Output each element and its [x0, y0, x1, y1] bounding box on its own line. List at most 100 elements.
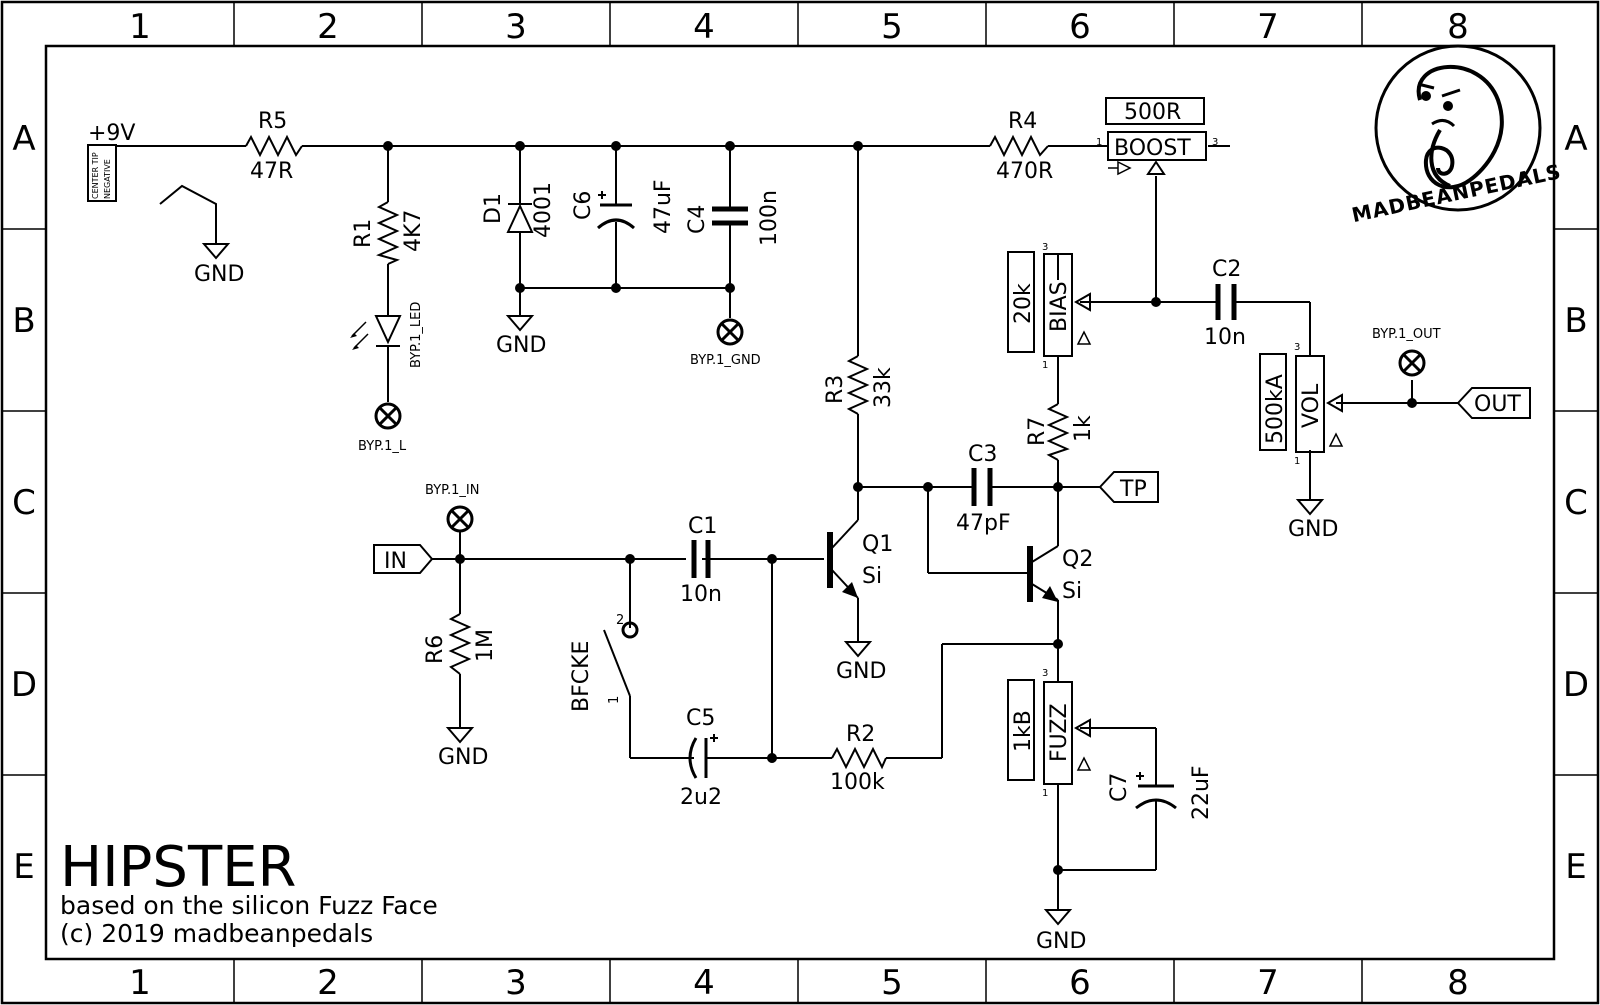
gnd-label: GND [194, 262, 244, 287]
resistor-r6: R6 1M [423, 613, 498, 675]
pin-number: 3 [1042, 668, 1048, 679]
c4-ref: C4 [685, 205, 710, 234]
pot-bias: 20k BIAS 3 1 [1007, 242, 1092, 371]
port-in: IN [373, 544, 434, 574]
col-label-top: 7 [1257, 7, 1279, 47]
gnd-symbols: GND GND GND GND GND GND [194, 243, 1338, 954]
col-label-bottom: 8 [1447, 963, 1469, 1003]
byp-gnd-label: BYP.1_GND [690, 353, 761, 368]
q2-value: Si [1062, 579, 1082, 604]
c6-value: 47uF [651, 179, 676, 234]
q1-value: Si [862, 564, 882, 589]
gnd-label: GND [438, 745, 488, 770]
gnd-label: GND [496, 333, 546, 358]
c5-ref: C5 [686, 706, 715, 731]
col-label-bottom: 3 [505, 963, 527, 1003]
col-label-bottom: 5 [881, 963, 903, 1003]
pin-number: 1 [607, 696, 622, 704]
offboard-pads: BYP.1_L BYP.1_GND BYP.1_IN BYP.1_OUT [358, 318, 1441, 559]
col-label-top: 3 [505, 7, 527, 47]
row-label-left: E [13, 847, 34, 887]
byp-l-label: BYP.1_L [358, 439, 407, 454]
resistor-r2: R2 100k [830, 722, 887, 795]
c7-value: 22uF [1189, 765, 1214, 820]
fuzz-value: 1kB [1011, 710, 1036, 752]
col-label-top: 5 [881, 7, 903, 47]
col-label-top: 1 [129, 7, 151, 47]
pot-boost: 500R BOOST 1 3 [1096, 97, 1218, 176]
row-label-left: D [11, 665, 37, 705]
row-label-left: A [12, 119, 35, 159]
pin-number: 3 [1294, 342, 1300, 353]
schematic-title: HIPSTER [60, 835, 296, 900]
resistor-r1: R1 4K7 [351, 201, 426, 265]
col-label-bottom: 4 [693, 963, 715, 1003]
d1-ref: D1 [481, 193, 506, 224]
pin-number: 1 [1096, 137, 1102, 148]
junctions [383, 141, 1417, 875]
c6-ref: C6 [571, 191, 596, 220]
q2-ref: Q2 [1062, 547, 1093, 572]
out-label: OUT [1474, 392, 1521, 417]
bias-value: 20k [1011, 283, 1036, 324]
c1-value: 10n [680, 582, 722, 607]
c3-ref: C3 [968, 442, 997, 467]
pin-number: 1 [1042, 360, 1048, 371]
madbean-logo: MADBEANPEDALS [1350, 44, 1564, 227]
byp-in-label: BYP.1_IN [425, 483, 479, 498]
vol-name: VOL [1299, 383, 1324, 428]
capacitor-c7: C7 22uF [1107, 765, 1214, 820]
r1-ref: R1 [351, 219, 376, 248]
col-label-bottom: 2 [317, 963, 339, 1003]
row-label-left: C [12, 483, 36, 523]
tp-label: TP [1119, 477, 1147, 502]
row-label-right: B [1564, 301, 1587, 341]
switch-bfcke: BFCKE 2 1 [569, 613, 639, 712]
logo-text: MADBEANPEDALS [1350, 159, 1564, 227]
byp-led-label: BYP.1_LED [409, 302, 424, 368]
col-label-bottom: 6 [1069, 963, 1091, 1003]
col-label-top: 4 [693, 7, 715, 47]
led: BYP.1_LED [350, 302, 424, 368]
resistor-r3: R3 33k [823, 355, 896, 415]
r2-ref: R2 [846, 722, 875, 747]
col-label-top: 6 [1069, 7, 1091, 47]
resistor-r4: R4 470R [989, 109, 1053, 184]
q1-ref: Q1 [862, 532, 893, 557]
r5-value: 47R [250, 159, 293, 184]
col-label-top: 8 [1447, 7, 1469, 47]
gnd-label: GND [836, 659, 886, 684]
row-label-right: E [1565, 847, 1586, 887]
d1-value: 4001 [531, 182, 556, 238]
transistor-q1: Q1 Si [827, 519, 893, 599]
row-label-left: B [12, 301, 35, 341]
pot-fuzz: 1kB FUZZ 3 1 [1007, 668, 1092, 799]
pin-number: 2 [616, 613, 624, 628]
r3-value: 33k [871, 367, 896, 408]
resistor-r5: R5 47R [245, 109, 303, 184]
port-out: OUT [1456, 387, 1531, 419]
c1-ref: C1 [688, 514, 717, 539]
r6-value: 1M [473, 629, 498, 662]
diode-d1: D1 4001 [481, 182, 556, 238]
transistor-q2: Q2 Si [1027, 545, 1093, 604]
pin-number: 1 [1042, 788, 1048, 799]
gnd-label: GND [1288, 517, 1338, 542]
boost-name: BOOST [1114, 136, 1191, 161]
in-label: IN [384, 549, 407, 574]
boost-value: 500R [1124, 100, 1181, 125]
col-label-bottom: 1 [129, 963, 151, 1003]
pin-number: 3 [1042, 242, 1048, 253]
row-label-right: C [1564, 483, 1588, 523]
pot-vol: 500kA VOL 3 1 [1259, 342, 1344, 467]
port-tp: TP [1098, 471, 1159, 503]
r4-ref: R4 [1008, 109, 1037, 134]
row-label-right: D [1563, 665, 1589, 705]
r1-value: 4K7 [401, 210, 426, 252]
c2-ref: C2 [1212, 257, 1241, 282]
wires [92, 145, 1458, 910]
bias-name: BIAS [1047, 281, 1072, 332]
r4-value: 470R [996, 159, 1053, 184]
